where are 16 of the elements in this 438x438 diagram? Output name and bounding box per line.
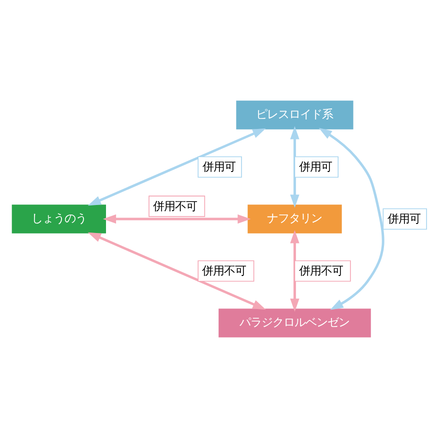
arrow xyxy=(318,128,384,310)
arrow xyxy=(290,230,300,312)
edge-label: 併用可 xyxy=(202,159,236,174)
edge-label: 併用可 xyxy=(388,211,421,226)
node-box: ナフタリン xyxy=(246,204,343,234)
edge-label: 併用不可 xyxy=(153,198,198,213)
arrow xyxy=(102,214,251,224)
node-box: パラジクロルベンゼン xyxy=(218,308,372,338)
edge-label: 併用不可 xyxy=(202,263,246,278)
edge-label: 併用可 xyxy=(299,159,332,174)
node-box: ピレスロイド系 xyxy=(235,100,354,130)
arrow xyxy=(88,232,266,310)
edge-label: 併用不可 xyxy=(298,263,343,278)
node-box: しょうのう xyxy=(11,204,107,234)
arrow xyxy=(290,126,300,208)
arrow xyxy=(88,128,266,206)
